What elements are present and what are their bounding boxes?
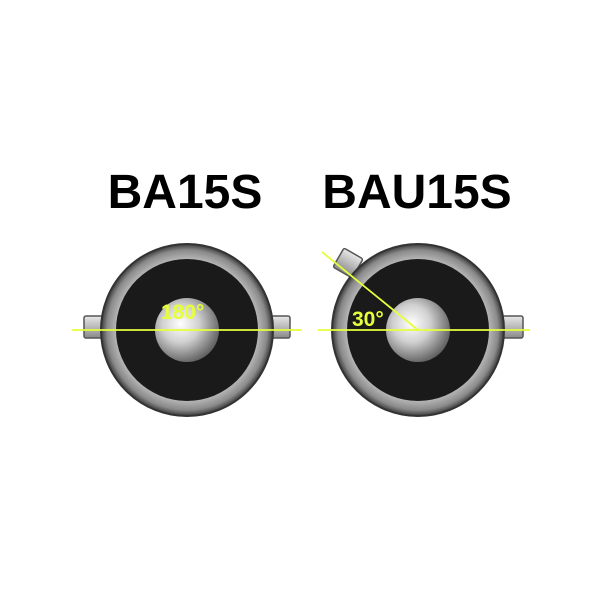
angle-label-30: 30° bbox=[352, 308, 384, 331]
bulb-ba15s: 180° bbox=[72, 243, 302, 417]
bulb-bau15s: 30° bbox=[318, 243, 530, 417]
bulb-title-ba15s: BA15S bbox=[107, 166, 263, 219]
angle-label-180: 180° bbox=[161, 301, 204, 324]
guide-line-30 bbox=[321, 251, 419, 331]
bulb-title-bau15s: BAU15S bbox=[322, 166, 512, 219]
